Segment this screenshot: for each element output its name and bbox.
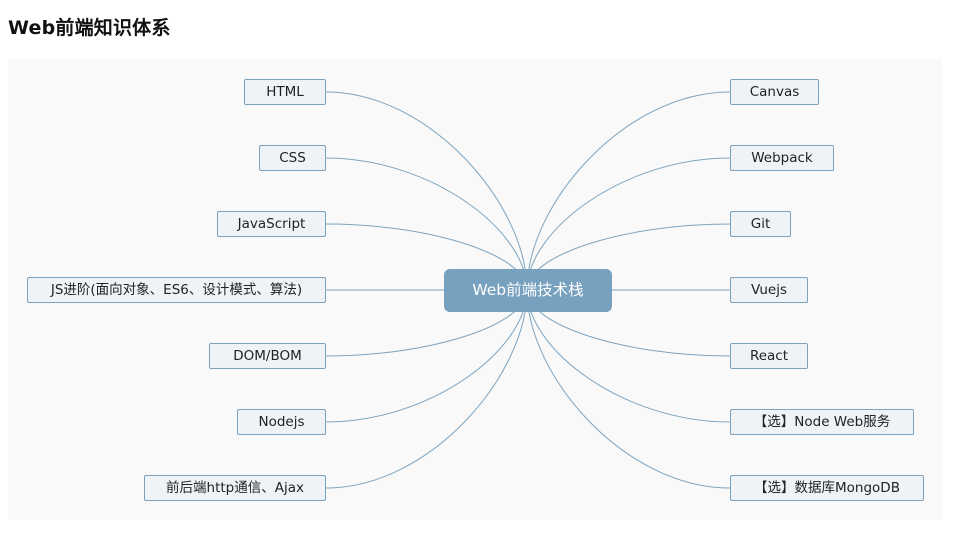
node-left-js-advanced[interactable]: JS进阶(面向对象、ES6、设计模式、算法) — [27, 277, 326, 303]
node-right-mongodb[interactable]: 【选】数据库MongoDB — [730, 475, 924, 501]
node-right-node-web[interactable]: 【选】Node Web服务 — [730, 409, 914, 435]
node-right-git[interactable]: Git — [730, 211, 791, 237]
node-right-canvas[interactable]: Canvas — [730, 79, 819, 105]
node-left-dom-bom[interactable]: DOM/BOM — [209, 343, 326, 369]
edge-left-nodejs — [325, 289, 528, 423]
edge-left-css — [325, 157, 528, 291]
node-right-webpack[interactable]: Webpack — [730, 145, 834, 171]
node-left-html[interactable]: HTML — [244, 79, 326, 105]
edge-right-node-web — [526, 289, 731, 423]
node-left-http-ajax[interactable]: 前后端http通信、Ajax — [144, 475, 326, 501]
node-right-react[interactable]: React — [730, 343, 808, 369]
edge-right-mongodb — [526, 289, 731, 489]
edge-left-html — [325, 91, 528, 291]
edge-right-webpack — [526, 157, 731, 291]
node-left-css[interactable]: CSS — [259, 145, 326, 171]
edge-right-canvas — [526, 91, 731, 291]
center-node[interactable]: Web前端技术栈 — [444, 269, 612, 312]
node-right-vuejs[interactable]: Vuejs — [730, 277, 808, 303]
edge-left-http-ajax — [325, 289, 528, 489]
node-left-javascript[interactable]: JavaScript — [217, 211, 326, 237]
node-left-nodejs[interactable]: Nodejs — [237, 409, 326, 435]
page-title: Web前端知识体系 — [8, 17, 171, 39]
